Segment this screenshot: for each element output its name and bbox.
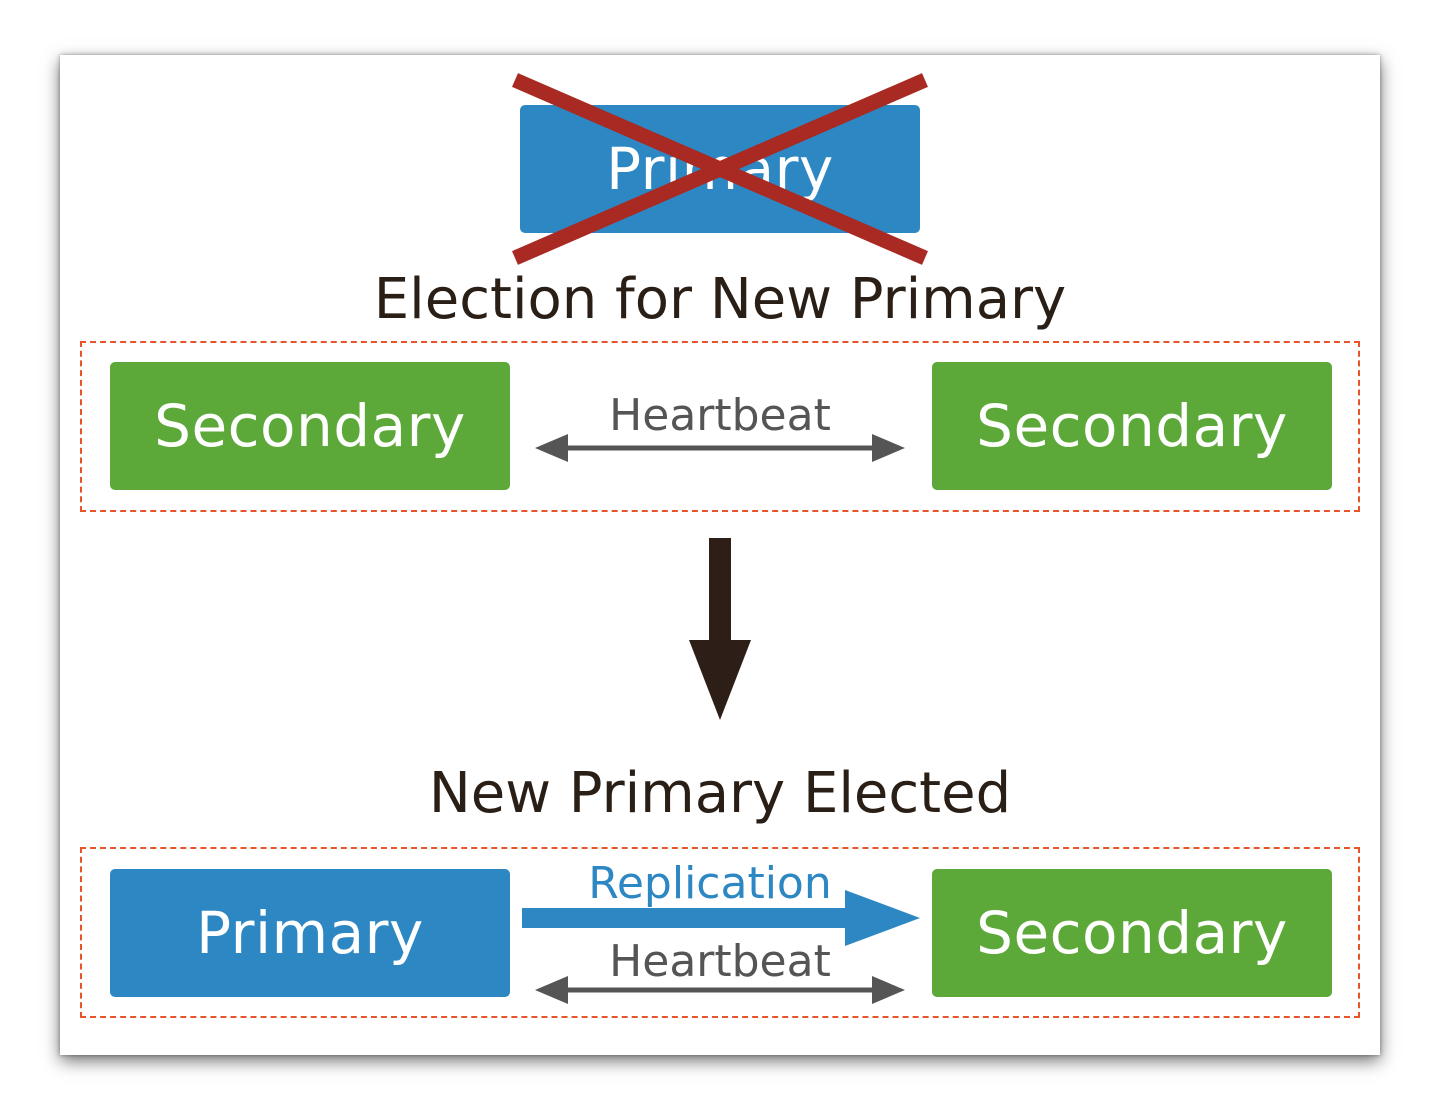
election-left-secondary-label: Secondary	[154, 392, 466, 460]
elected-heading: New Primary Elected	[428, 761, 1012, 826]
elected-secondary-label: Secondary	[976, 899, 1288, 967]
election-heartbeat-label: Heartbeat	[609, 390, 831, 441]
election-right-secondary-label: Secondary	[976, 392, 1288, 460]
elected-heartbeat-label: Heartbeat	[609, 936, 831, 987]
elected-primary-node: Primary	[110, 869, 510, 997]
elected-secondary-node: Secondary	[932, 869, 1332, 997]
replication-label: Replication	[588, 858, 832, 909]
elected-group	[80, 847, 1360, 1018]
election-left-secondary-node: Secondary	[110, 362, 510, 490]
election-group	[80, 341, 1360, 512]
election-right-secondary-node: Secondary	[932, 362, 1332, 490]
failed-primary-node: Primary	[520, 105, 920, 233]
election-heading: Election for New Primary	[373, 267, 1067, 332]
failed-primary-label: Primary	[606, 135, 834, 203]
elected-primary-label: Primary	[196, 899, 424, 967]
